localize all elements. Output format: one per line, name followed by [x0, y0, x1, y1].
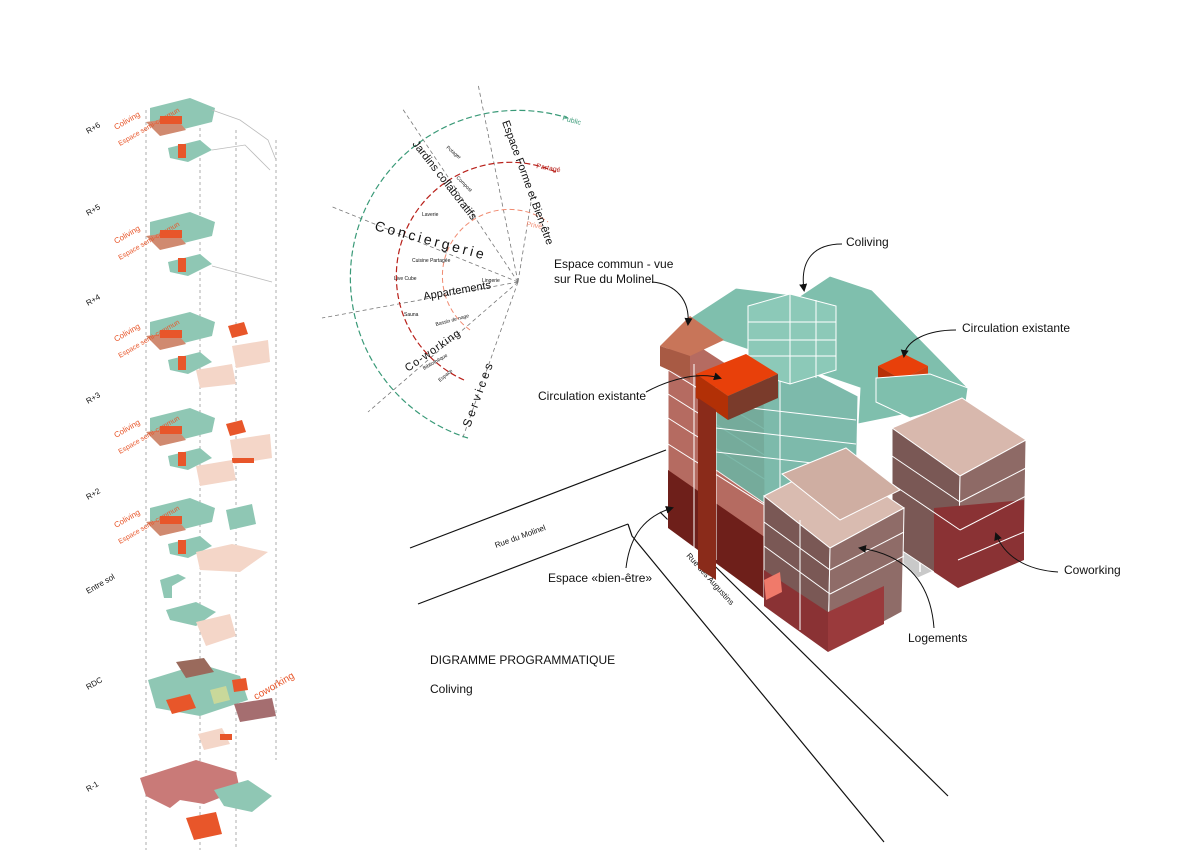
- callout-coliving: Coliving: [846, 235, 889, 249]
- diagram-subtitle: Coliving: [430, 682, 473, 696]
- axonometric-building: [660, 275, 1027, 653]
- floor-label-r2: R+2: [85, 486, 103, 502]
- diagram-title: DIGRAMME PROGRAMMATIQUE: [430, 653, 616, 667]
- floor-stack: R+6 Coliving Espace semi-commun R+5 Coli…: [85, 98, 296, 850]
- street-label-molinel: Rue du Molinel: [494, 523, 547, 550]
- sector-label-coworking: Co-working: [403, 327, 464, 374]
- floor-plan-r4: [146, 312, 270, 388]
- callout-logements: Logements: [908, 631, 967, 645]
- callout-circulation-right: Circulation existante: [962, 321, 1070, 335]
- floor-program-r6-a: Coliving: [113, 110, 142, 132]
- sector-label-conciergerie: Conciergerie: [373, 217, 489, 262]
- item-sauna: Sauna: [404, 312, 419, 318]
- floor-label-rdc: RDC: [85, 675, 105, 692]
- item-potager: Potager: [445, 145, 463, 161]
- floor-program-r5-a: Coliving: [113, 224, 142, 246]
- callouts: Coliving Espace commun - vue sur Rue du …: [538, 235, 1121, 645]
- floor-program-r3-a: Coliving: [113, 418, 142, 440]
- callout-coworking: Coworking: [1064, 563, 1121, 577]
- floor-plan-r2: [146, 498, 268, 572]
- floor-plan-r3: [146, 408, 272, 486]
- floor-label-r3: R+3: [85, 390, 103, 406]
- item-laverie: Laverie: [422, 212, 439, 218]
- item-cuisine: Cuisine Partagée: [412, 258, 451, 264]
- floor-program-r4-a: Coliving: [113, 322, 142, 344]
- callout-espace-commun-line2: sur Rue du Molinel: [554, 272, 654, 286]
- floor-plan-entresol: [160, 574, 236, 646]
- floor-program-r2-a: Coliving: [113, 508, 142, 530]
- item-livecube: Live Cube: [394, 276, 417, 282]
- floor-label-entresol: Entre sol: [85, 572, 117, 596]
- floor-plan-r6: [146, 98, 277, 171]
- radial-diagram: Public Partagé Privé Espace Forme et Bie…: [321, 83, 582, 441]
- ring-label-private: Privé: [526, 221, 543, 231]
- sector-label-jardins: Jardins collaboratifs: [410, 138, 480, 222]
- floor-label-r6: R+6: [85, 120, 103, 136]
- callout-circulation-left: Circulation existante: [538, 389, 646, 403]
- ring-label-shared: Partagé: [536, 163, 561, 174]
- floor-plan-rdc: [148, 658, 276, 750]
- callout-bien-etre: Espace «bien-être»: [548, 571, 652, 585]
- callout-espace-commun-line1: Espace commun - vue: [554, 257, 674, 271]
- floor-program-rdc: coworking: [252, 671, 296, 703]
- item-bassin: Bassin de nage: [435, 313, 470, 328]
- floor-label-r5: R+5: [85, 202, 103, 218]
- sector-label-services: Services: [460, 358, 497, 429]
- floor-plan-r1-minus: [140, 760, 272, 840]
- floor-plan-r5: [146, 212, 273, 283]
- floor-label-r4: R+4: [85, 292, 103, 308]
- ring-label-public: Public: [561, 115, 582, 127]
- item-lingerie: Lingerie: [482, 278, 500, 284]
- floor-label-r1-minus: R-1: [85, 779, 101, 794]
